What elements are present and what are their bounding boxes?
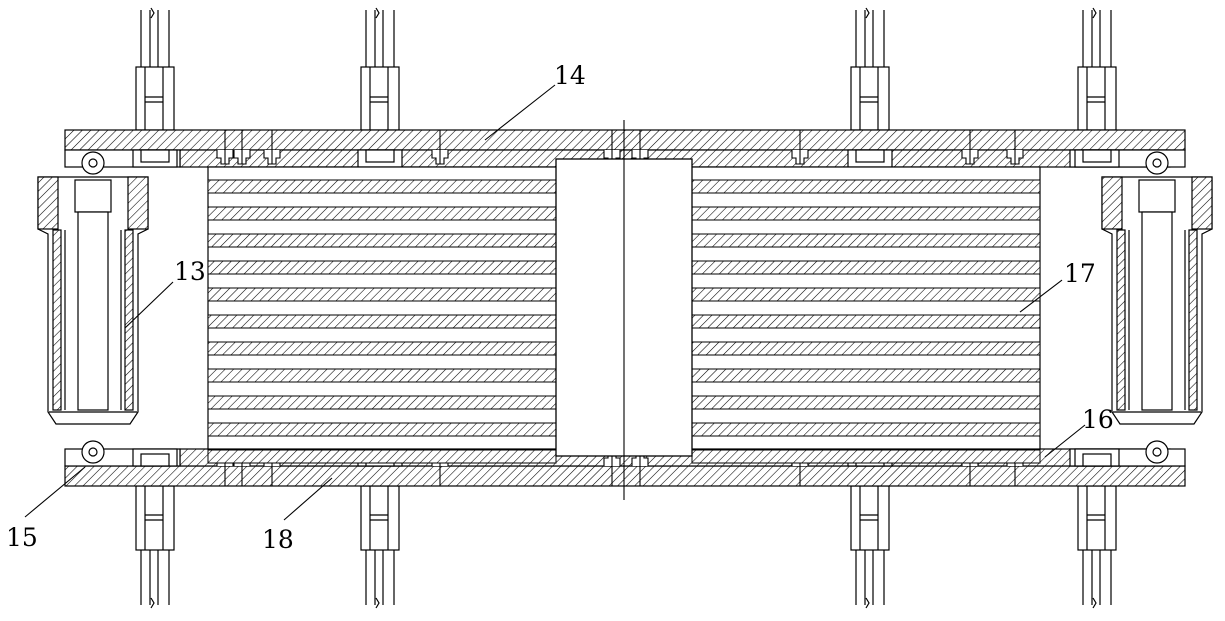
rod-sleeve — [135, 485, 175, 551]
rod-sleeve — [850, 66, 890, 131]
rod-sleeve — [850, 485, 890, 551]
stack-plate — [691, 395, 1041, 410]
label-16: 16 — [1082, 405, 1114, 434]
leader-18 — [283, 477, 333, 521]
pin-joint-center — [1152, 158, 1162, 168]
tie-rod-sleeve — [1116, 229, 1126, 411]
rod-sleeve — [1077, 66, 1117, 131]
tie-rod-head — [1138, 179, 1176, 213]
stack-plate — [207, 179, 557, 194]
tie-rod-shaft — [1141, 211, 1173, 411]
leader-lines — [24, 84, 1086, 521]
tie-rod-shaft — [77, 211, 109, 411]
stack-plate — [691, 341, 1041, 356]
leader-17 — [1019, 279, 1063, 313]
break-mark — [865, 7, 870, 19]
stack-plate — [207, 368, 557, 383]
tie-rod-sleeve — [52, 229, 62, 411]
stack-plate — [207, 314, 557, 329]
clamp-block-inner — [1082, 149, 1112, 163]
stack-plate — [207, 287, 557, 302]
vertical-rods — [135, 7, 1117, 609]
label-13: 13 — [174, 257, 206, 286]
tie-rod-nut — [1101, 176, 1123, 230]
label-14: 14 — [554, 61, 586, 90]
tie-rod-head — [74, 179, 112, 213]
label-17: 17 — [1064, 259, 1096, 288]
break-mark — [865, 597, 870, 609]
tie-rod-nut — [127, 176, 149, 230]
stack-plate — [207, 422, 557, 437]
stack-plate — [207, 341, 557, 356]
clamp-block-inner — [855, 149, 885, 163]
stack-plate — [207, 449, 557, 464]
tie-rod-nut — [37, 176, 59, 230]
break-mark — [375, 7, 380, 19]
rod-sleeve — [135, 66, 175, 131]
stack-plate — [207, 395, 557, 410]
tie-rod-sleeve — [124, 229, 134, 411]
stack-plate — [691, 287, 1041, 302]
tie-rod-assemblies — [37, 151, 1213, 464]
tie-rod-sleeve — [1188, 229, 1198, 411]
clamp-block-inner — [365, 149, 395, 163]
leader-16 — [1044, 424, 1086, 458]
pin-joint-center — [1152, 447, 1162, 457]
label-18: 18 — [262, 525, 294, 554]
leader-15 — [24, 466, 86, 518]
stack-plate — [691, 449, 1041, 464]
break-mark — [1092, 597, 1097, 609]
break-mark — [1092, 7, 1097, 19]
clamp-block-inner — [140, 453, 170, 467]
stack-plate — [691, 206, 1041, 221]
pin-joint-center — [88, 158, 98, 168]
plate-stack-stripes — [207, 179, 1041, 464]
stack-plate — [207, 233, 557, 248]
clamp-block-inner — [1082, 453, 1112, 467]
stack-plate — [691, 179, 1041, 194]
tie-rod-nut — [1191, 176, 1213, 230]
leader-14 — [484, 84, 556, 141]
break-mark — [375, 597, 380, 609]
rod-sleeve — [360, 66, 400, 131]
pin-joint-center — [88, 447, 98, 457]
stack-plate — [691, 233, 1041, 248]
stack-plate — [691, 260, 1041, 275]
clamp-block-inner — [140, 149, 170, 163]
rod-sleeve — [360, 485, 400, 551]
stack-plate — [691, 422, 1041, 437]
stack-plate — [691, 314, 1041, 329]
central-column — [555, 120, 693, 500]
stack-plate — [691, 368, 1041, 383]
break-mark — [150, 597, 155, 609]
leader-13 — [124, 281, 174, 329]
break-mark — [150, 7, 155, 19]
label-15: 15 — [6, 523, 38, 552]
stack-plate — [207, 206, 557, 221]
stack-plate — [207, 260, 557, 275]
rod-sleeve — [1077, 485, 1117, 551]
